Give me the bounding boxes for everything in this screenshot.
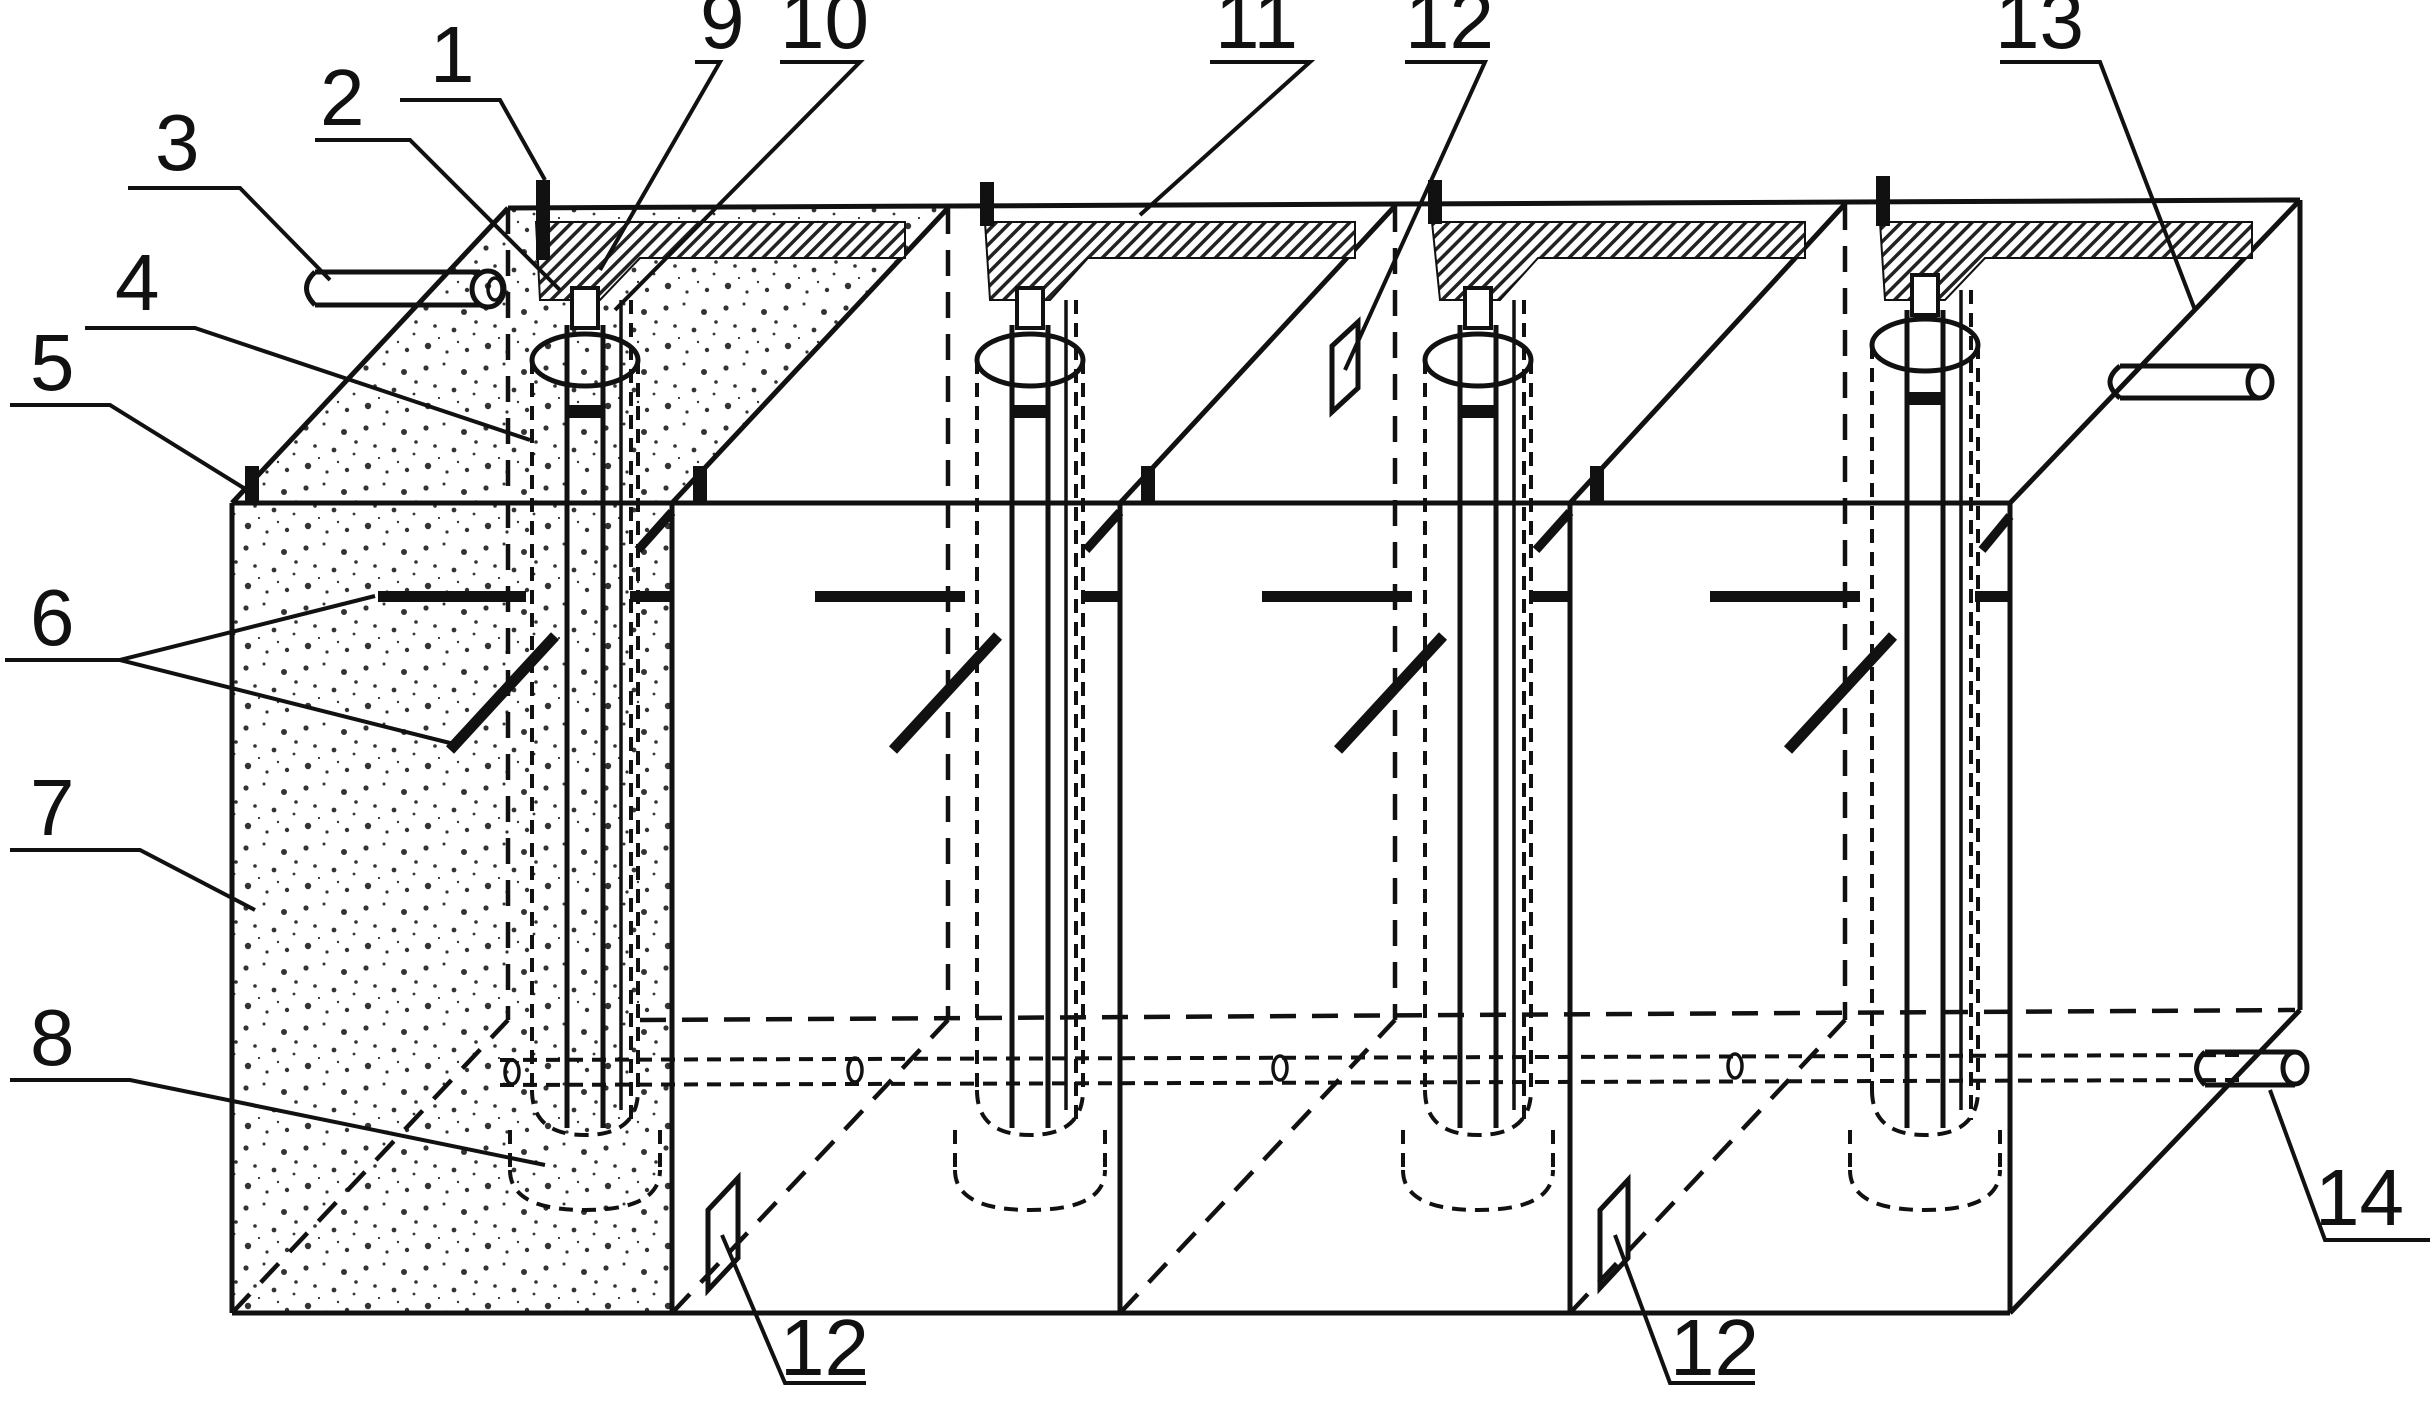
cover-plates bbox=[534, 221, 2253, 301]
baffles bbox=[378, 508, 2014, 754]
partitions bbox=[669, 202, 1847, 1313]
label-3: 3 bbox=[155, 98, 200, 187]
label-1: 1 bbox=[430, 10, 475, 99]
label-12-bottom-right: 12 bbox=[1670, 1303, 1759, 1392]
electrode-assembly-1 bbox=[508, 286, 662, 1213]
filter-media-top bbox=[232, 208, 948, 503]
label-10: 10 bbox=[780, 0, 869, 65]
label-12-bottom-left: 12 bbox=[780, 1303, 869, 1392]
label-9: 9 bbox=[700, 0, 745, 65]
outlet-pipe-back bbox=[2107, 363, 2275, 401]
label-6: 6 bbox=[30, 573, 75, 662]
label-5: 5 bbox=[30, 318, 75, 407]
electrode-assembly-3 bbox=[1401, 286, 1555, 1213]
label-11: 11 bbox=[1215, 0, 1298, 65]
label-14: 14 bbox=[2315, 1153, 2404, 1242]
label-4: 4 bbox=[115, 238, 160, 327]
leader-lines bbox=[5, 60, 2430, 1385]
connecting-pipe bbox=[499, 1052, 2241, 1087]
electrode-assembly-2 bbox=[953, 286, 1107, 1213]
electrode-assembly-4 bbox=[1848, 273, 2002, 1213]
label-2: 2 bbox=[320, 53, 365, 142]
inlet-pipe bbox=[304, 268, 507, 310]
hidden-edges bbox=[230, 204, 2296, 1315]
label-8: 8 bbox=[30, 993, 75, 1082]
tank-body bbox=[229, 197, 2303, 1316]
drain-pipe bbox=[2194, 1049, 2310, 1088]
sample-ports bbox=[705, 316, 1631, 1297]
label-7: 7 bbox=[30, 763, 75, 852]
label-13: 13 bbox=[1995, 0, 2084, 65]
label-12-top: 12 bbox=[1405, 0, 1494, 65]
filter-media-front bbox=[232, 503, 672, 1313]
support-posts bbox=[245, 176, 1890, 504]
callout-labels: 1 2 3 4 5 6 7 8 9 10 11 12 13 14 12 12 bbox=[30, 0, 2404, 1392]
